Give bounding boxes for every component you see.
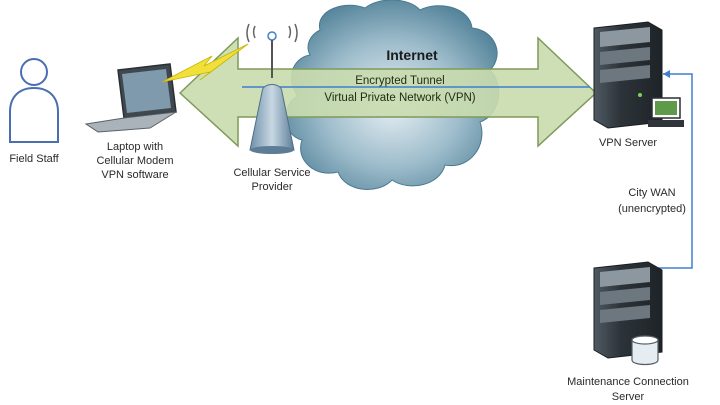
laptop-label-1: Laptop with <box>107 141 163 153</box>
field-staff-person-icon: Field Staff <box>9 58 60 165</box>
vpn-server-icon: VPN Server <box>593 21 684 149</box>
wireless-lightning-icon <box>161 43 249 83</box>
maintenance-label-1: Maintenance Connection <box>567 376 689 388</box>
maintenance-label-2: Server <box>612 391 645 403</box>
cellular-label-2: Provider <box>252 181 293 193</box>
cell-tower-icon: Cellular Service Provider <box>233 23 311 193</box>
maintenance-server-icon: Maintenance Connection Server <box>567 261 689 403</box>
city-wan-label-1: City WAN <box>628 187 675 199</box>
database-icon <box>631 335 659 366</box>
city-wan-label-2: (unencrypted) <box>618 203 686 215</box>
laptop-label-3: VPN software <box>101 169 168 181</box>
laptop-label-2: Cellular Modem <box>96 155 173 167</box>
tunnel-label-1: Encrypted Tunnel <box>355 75 445 87</box>
vpn-server-label: VPN Server <box>599 137 657 149</box>
city-wan-link: City WAN (unencrypted) <box>618 70 693 269</box>
field-staff-label: Field Staff <box>9 153 59 165</box>
cloud-label: Internet <box>386 47 438 63</box>
cellular-label-1: Cellular Service <box>233 167 310 179</box>
tunnel-label-2: Virtual Private Network (VPN) <box>324 92 475 104</box>
laptop-icon: Laptop with Cellular Modem VPN software <box>84 63 177 181</box>
